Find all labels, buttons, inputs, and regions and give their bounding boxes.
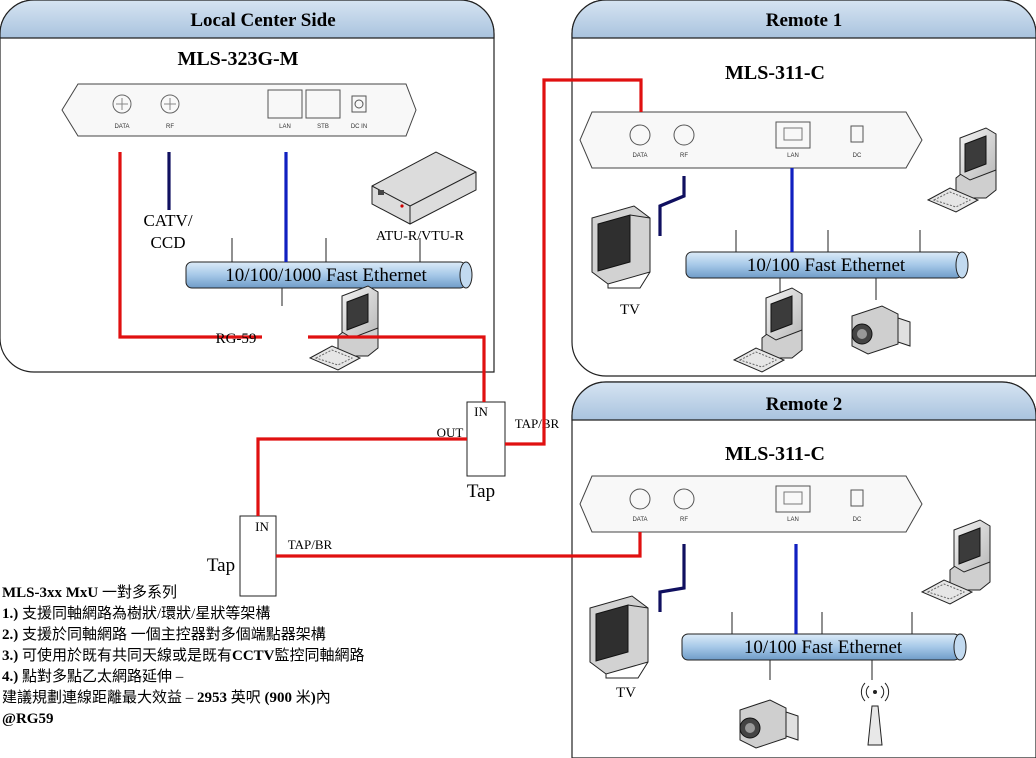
port-label-rf: RF — [166, 124, 174, 130]
port-label-stb: STB — [317, 124, 329, 130]
tap1-out-label: OUT — [437, 425, 464, 440]
note-3: 3.) 可使用於既有共同天線或是既有CCTV監控同軸網路 — [2, 648, 365, 664]
remote1-ethernet-label: 10/100 Fast Ethernet — [747, 255, 906, 276]
remote1-panel — [571, 0, 1036, 377]
remote1-mls-311-c-device — [579, 111, 923, 169]
local-ethernet-label: 10/100/1000 Fast Ethernet — [225, 265, 427, 286]
note-4: 4.) 點對多點乙太網路延伸 – — [2, 669, 184, 685]
port-label-data: DATA — [114, 124, 129, 130]
remote2-port-label-dc: DC — [853, 517, 862, 523]
remote1-device-model: MLS-311-C — [725, 62, 825, 84]
remote2-tv-label: TV — [616, 685, 636, 701]
tap-1 — [466, 401, 506, 477]
tap1-name-label: Tap — [467, 481, 495, 502]
coax-cables — [118, 78, 643, 558]
port-label-dc-in: DC IN — [351, 124, 367, 130]
atu-r-vtu-r-device — [371, 151, 477, 225]
remote1-panel-title: Remote 1 — [766, 10, 843, 31]
remote2-port-label-data: DATA — [632, 517, 647, 523]
remote2-panel-title: Remote 2 — [766, 394, 843, 415]
note-2: 2.) 支援於同軸網路 一個主控器對多個端點器架構 — [2, 627, 326, 643]
feature-notes: MLS-3xx MxU 一對多系列 1.) 支援同軸網路為樹狀/環狀/星狀等架構… — [2, 583, 472, 730]
lan-cables — [284, 152, 798, 634]
mls-323g-m-device — [61, 83, 417, 137]
remote1-port-label-rf: RF — [680, 153, 688, 159]
note-1: 1.) 支援同軸網路為樹狀/環狀/星狀等架構 — [2, 606, 271, 622]
tap2-in-label: IN — [255, 519, 269, 534]
remote2-port-label-lan: LAN — [787, 517, 799, 523]
tap1-in-label: IN — [474, 404, 488, 419]
note-6: @RG59 — [2, 711, 54, 727]
tap2-tapbr-label: TAP/BR — [288, 537, 333, 552]
remote1-port-label-dc: DC — [853, 153, 862, 159]
atu-label: ATU-R/VTU-R — [376, 229, 465, 244]
local-device-model: MLS-323G-M — [177, 48, 298, 70]
remote1-ethernet-bus — [685, 230, 969, 300]
remote1-tv-label: TV — [620, 302, 640, 318]
remote2-ethernet-bus — [681, 612, 967, 680]
remote1-port-label-lan: LAN — [787, 153, 799, 159]
catv-label-line2: CCD — [151, 233, 186, 252]
remote2-port-label-rf: RF — [680, 517, 688, 523]
remote2-wireless-ap-icon — [860, 682, 890, 746]
rf-cables — [167, 152, 686, 612]
remote2-ethernet-label: 10/100 Fast Ethernet — [744, 637, 903, 658]
remote1-port-label-data: DATA — [632, 153, 647, 159]
remote2-device-model: MLS-311-C — [725, 443, 825, 465]
rg59-label: RG-59 — [216, 331, 257, 347]
tap2-name-label: Tap — [207, 555, 235, 576]
local-ethernet-bus — [185, 238, 473, 306]
tap-2 — [239, 515, 277, 597]
note-5: 建議規劃連線距離最大效益 – 2953 英呎 (900 米)內 — [2, 690, 331, 706]
catv-label-line1: CATV/ — [143, 211, 192, 230]
remote2-mls-311-c-device — [579, 475, 923, 533]
notes-title: MLS-3xx MxU 一對多系列 — [2, 585, 178, 601]
local-panel-title: Local Center Side — [190, 10, 335, 31]
port-label-lan: LAN — [279, 124, 291, 130]
tap1-tapbr-label: TAP/BR — [515, 416, 560, 431]
